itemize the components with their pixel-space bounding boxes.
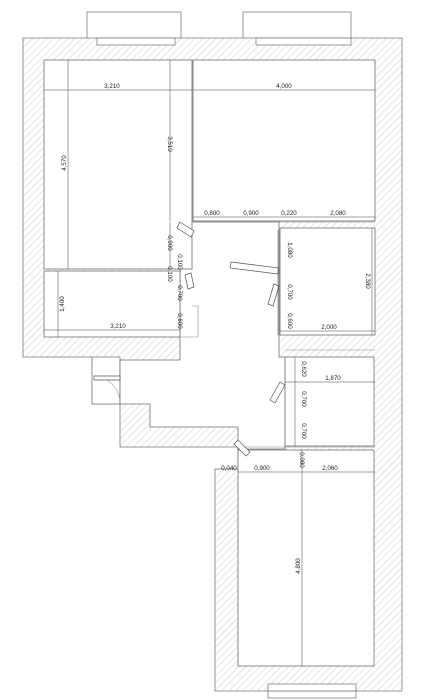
wall-detail (180, 221, 375, 666)
dim-900-b: 0,900 (243, 210, 259, 217)
dim-040: 0,040 (221, 465, 237, 472)
dim-1080: 1,080 (286, 242, 293, 258)
window-marks (96, 37, 357, 692)
dim-room4-height: 4,800 (295, 558, 302, 574)
dim-700-a: 0,700 (176, 285, 183, 301)
bathroom-1 (279, 227, 376, 336)
dim-900-a: 0,900 (166, 235, 173, 251)
dim-bath2-width: 1,870 (325, 375, 341, 382)
bathroom-2 (284, 356, 375, 447)
dim-bath2-620: 0,620 (300, 361, 307, 377)
dim-bath2-700b: 0,700 (300, 423, 307, 439)
dim-800: 0,800 (204, 210, 220, 217)
dim-080: 0,080 (298, 452, 305, 468)
dim-room3-height: 1,400 (59, 296, 66, 312)
dimension-labels: 3,210 4,000 4,570 3,510 0,900 0,100 0,10… (59, 83, 371, 574)
entrance-notch (91, 356, 121, 405)
hall-floor (119, 221, 286, 450)
dim-room1-inner: 3,510 (166, 136, 173, 152)
room-2 (192, 59, 376, 222)
room-1 (43, 59, 193, 270)
room-4 (237, 449, 375, 667)
dim-bath1-width: 2,000 (321, 324, 337, 331)
dim-100-a: 0,100 (166, 266, 173, 282)
doors (93, 221, 286, 457)
dim-room2-width: 4,000 (276, 83, 292, 90)
dimension-lines (44, 60, 375, 666)
dim-900-c: 0,900 (254, 465, 270, 472)
dim-room3-width: 3,210 (110, 323, 126, 330)
dim-100-b: 0,100 (176, 254, 183, 270)
dim-room1-width: 3,210 (104, 83, 120, 90)
dim-bath1-height: 2,380 (364, 273, 371, 289)
dim-bath2-700a: 0,700 (300, 391, 307, 407)
dim-220: 0,220 (281, 210, 297, 217)
dim-bath1-600: 0,600 (286, 313, 293, 329)
dim-room1-height: 4,570 (61, 155, 68, 171)
dim-600-a: 0,600 (176, 313, 183, 329)
dim-bath1-700: 0,700 (286, 284, 293, 300)
dim-2080: 2,080 (330, 210, 346, 217)
room-3 (43, 270, 181, 338)
dim-room4-width: 2,060 (322, 465, 338, 472)
